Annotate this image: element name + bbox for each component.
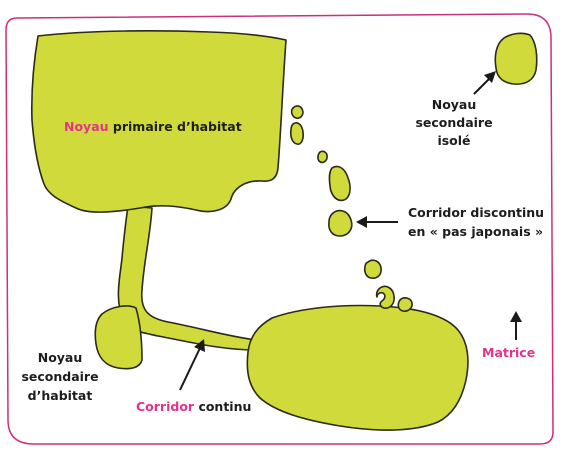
continuous-corridor-term: Corridor: [136, 399, 195, 414]
secondary-core-label-line1: Noyau: [38, 350, 83, 365]
stepping-stone-islet: [292, 106, 303, 118]
stepping-stone-islet: [329, 166, 350, 200]
isolated-core-label-line2: secondaire: [415, 115, 492, 130]
stepping-stone-islet: [377, 286, 395, 308]
arrow-to-matrix: [510, 311, 522, 340]
isolated-secondary-core: [495, 33, 536, 84]
arrow-to-stepping-stones: [356, 216, 398, 228]
primary-core-label: Noyau primaire d’habitat: [64, 119, 242, 134]
stepping-stone-islet: [329, 211, 352, 236]
arrow-to-isolated-core: [474, 71, 496, 94]
stepping-stone-islet: [398, 298, 412, 311]
arrow-to-continuous-corridor: [180, 339, 205, 390]
southern-habitat-core: [247, 306, 468, 431]
stepping-stones-label-line1: Corridor discontinu: [408, 205, 544, 220]
matrix-label: Matrice: [482, 345, 535, 360]
continuous-corridor-rest: continu: [198, 399, 251, 414]
isolated-core-label-line3: isolé: [437, 133, 470, 148]
stepping-stone-islet: [365, 260, 381, 278]
primary-core-rest: primaire d’habitat: [113, 119, 242, 134]
stepping-stone-islet: [318, 151, 327, 162]
secondary-core-label-line2: secondaire: [21, 369, 98, 384]
stepping-stone-islet: [291, 123, 303, 144]
primary-core-term: Noyau: [64, 119, 109, 134]
stepping-stones-label-line2: en « pas japonais »: [408, 224, 543, 239]
continuous-corridor-label: Corridor continu: [136, 399, 251, 414]
secondary-habitat-core: [95, 306, 142, 369]
secondary-core-label-line3: d’habitat: [28, 388, 93, 403]
isolated-core-label-line1: Noyau: [432, 97, 477, 112]
